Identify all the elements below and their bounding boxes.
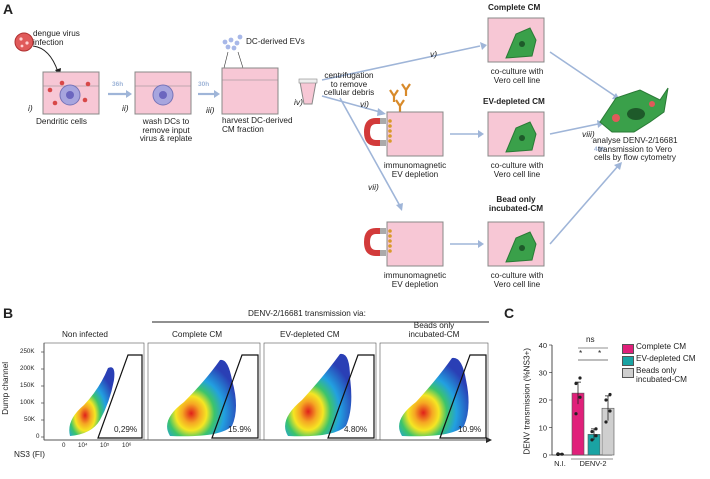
wash-dcs-label: wash DCs to remove input virus & replate	[139, 117, 193, 144]
b-ytick-2: 150K	[20, 382, 35, 389]
well-ev-depletion-1	[386, 111, 444, 157]
immunomagnetic-label-2: immunomagnetic EV depletion	[383, 271, 447, 289]
b-xtick-2: 10⁵	[100, 442, 110, 449]
bead-only-title: Bead only incubated-CM	[488, 195, 544, 213]
b-y-axis-label: Dump channel	[1, 361, 11, 415]
legend-swatch-2	[622, 356, 634, 366]
ev-depleted-cm-title: EV-depleted CM	[483, 97, 545, 106]
panel-b-label: B	[3, 305, 14, 321]
step-v: v)	[430, 49, 438, 59]
virus-icon	[14, 32, 34, 52]
plot-title-1: Non infected	[62, 330, 108, 339]
b-xtick-3: 10⁶	[122, 442, 132, 449]
b-xtick-0: 0	[62, 442, 66, 449]
b-ytick-3: 100K	[20, 399, 35, 406]
magnet-icon-2	[364, 228, 386, 256]
immunomagnetic-label-1: immunomagnetic EV depletion	[383, 161, 447, 179]
percent-4: 10.9%	[458, 425, 482, 434]
step-i: i)	[28, 103, 33, 113]
percent-2: 15.9%	[228, 425, 252, 434]
step-iii: iii)	[206, 105, 215, 115]
time-36h: 36h	[112, 81, 124, 88]
dengue-infection-label: dengue virus infection	[33, 29, 80, 47]
legend-swatch-3	[622, 368, 634, 378]
well-iii	[221, 67, 279, 115]
percent-3: 4.80%	[344, 425, 368, 434]
legend-label-2: EV-depleted CM	[636, 354, 696, 363]
time-48h: 48h	[594, 146, 606, 153]
step-iv: iv)	[294, 97, 303, 107]
b-xtick-1: 10⁴	[78, 442, 88, 449]
sig-star-1: *	[579, 349, 583, 358]
b-ytick-5: 0	[36, 433, 40, 440]
magnet-icon	[364, 118, 386, 146]
sig-ns: ns	[586, 335, 595, 344]
antibody-icon	[389, 83, 411, 112]
legend-swatch-1	[622, 344, 634, 354]
plot-title-2: Complete CM	[172, 330, 223, 339]
panel-c-label: C	[504, 305, 515, 321]
step-ii: ii)	[122, 103, 129, 113]
plot-title-3: EV-depleted CM	[280, 330, 340, 339]
b-ytick-0: 250K	[20, 348, 35, 355]
complete-cm-title: Complete CM	[488, 3, 541, 12]
dendritic-cells-label: Dendritic cells	[36, 117, 87, 126]
coculture-label-2: co-culture with Vero cell line	[490, 161, 544, 179]
coculture-label-3: co-culture with Vero cell line	[490, 271, 544, 289]
step-viii: viii)	[582, 129, 595, 139]
b-ytick-1: 200K	[20, 365, 35, 372]
time-30h: 30h	[198, 81, 210, 88]
well-ev-depletion-2	[386, 221, 444, 267]
c-ylabel: DENV transmission (%NS3+)	[522, 347, 532, 455]
plot-title-4: Beads only incubated-CM	[408, 321, 460, 339]
panel-b-header: DENV-2/16681 transmission via:	[248, 309, 366, 318]
panel-a-label: A	[3, 1, 14, 17]
legend-label-1: Complete CM	[636, 342, 687, 351]
legend-label-3: Beads only incubated-CM	[636, 366, 687, 384]
b-x-axis-label: NS3 (FI)	[14, 450, 45, 459]
step-vii: vii)	[368, 182, 379, 192]
harvest-label: harvest DC-derived CM fraction	[222, 116, 293, 134]
coculture-label-1: co-culture with Vero cell line	[490, 67, 544, 85]
step-vi: vi)	[360, 99, 369, 109]
b-ytick-4: 50K	[24, 416, 36, 423]
ev-icon	[222, 34, 243, 51]
percent-1: 0,29%	[114, 425, 138, 434]
centrifugation-label: centrifugation to remove cellular debris	[323, 71, 375, 98]
dc-evs-label: DC-derived EVs	[246, 37, 305, 46]
analyse-label: analyse DENV-2/16681 transmission to Ver…	[592, 136, 678, 163]
sig-star-2: *	[598, 349, 602, 358]
